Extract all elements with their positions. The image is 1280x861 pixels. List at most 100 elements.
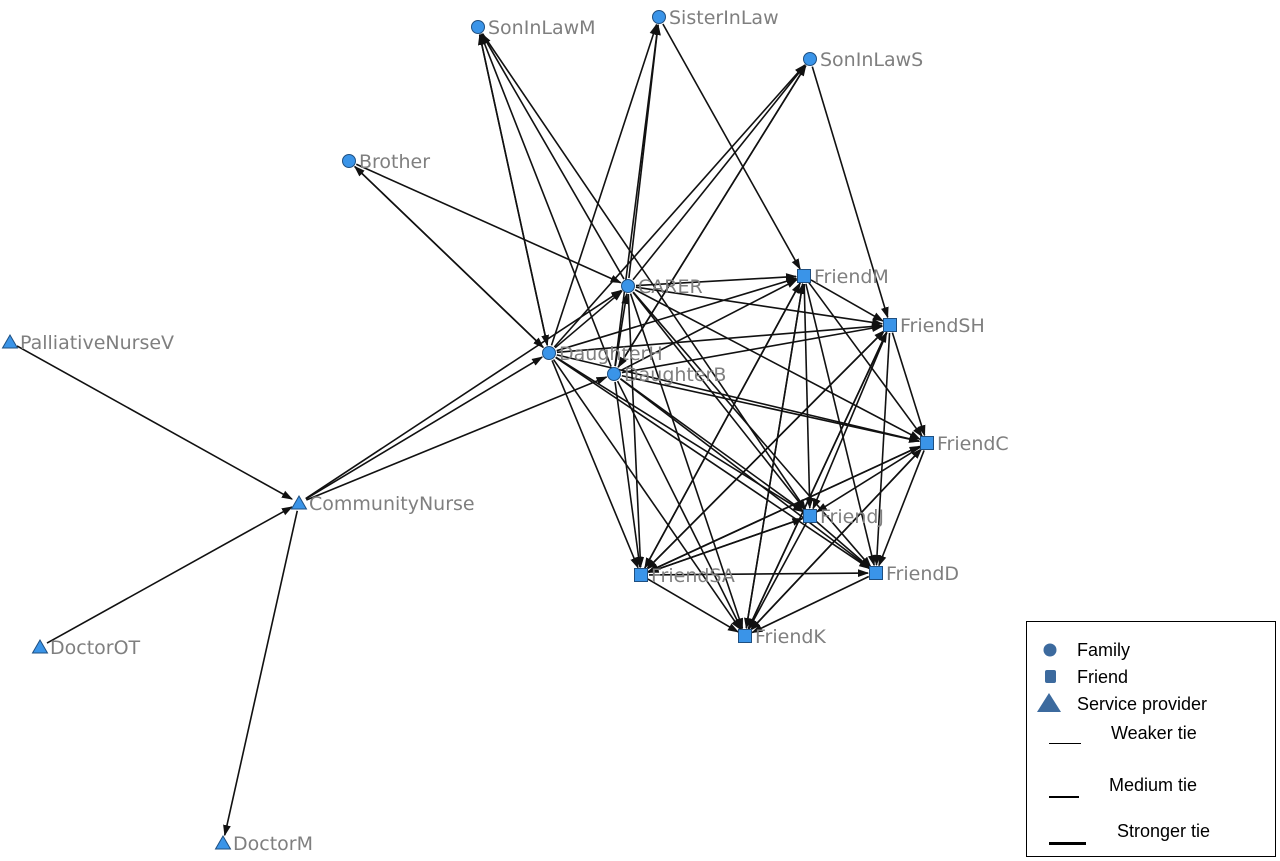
edge-daughter-h-to-sister-in-law [550, 23, 658, 346]
edge-sister-in-law-to-friend-m [662, 23, 801, 270]
edge-daughter-b-to-friend-c [621, 374, 921, 443]
node-label-sister-in-law: SisterInLaw [669, 7, 779, 29]
edge-friend-k-to-friend-c [749, 448, 923, 631]
node-son-in-law-s: SonInLawS [803, 49, 923, 71]
edge-brother-to-carer [355, 163, 622, 284]
node-son-in-law-m: SonInLawM [471, 17, 596, 39]
edge-son-in-law-s-to-friend-sh [811, 66, 889, 319]
service-node-triangle [1, 333, 19, 349]
node-friend-d: FriendD [869, 563, 959, 585]
edge-friend-sa-to-friend-j [648, 517, 804, 574]
node-community-nurse: CommunityNurse [290, 493, 475, 515]
edge-friend-c-to-friend-j [815, 446, 921, 513]
node-doctor-ot: DoctorOT [31, 637, 141, 659]
node-doctor-m: DoctorM [214, 833, 313, 855]
legend-weaker-label: Weaker tie [1111, 723, 1197, 743]
edge-friend-m-to-friend-d [805, 283, 876, 567]
edge-son-in-law-m-to-friend-j [481, 33, 807, 511]
family-node-circle [471, 20, 485, 34]
edge-friend-sa-to-friend-k [647, 578, 740, 633]
family-circle-icon [1043, 643, 1057, 657]
node-brother: Brother [342, 151, 430, 173]
edge-carer-to-friend-k [629, 293, 744, 630]
edge-friend-sa-to-friend-sh [646, 329, 886, 570]
edge-friend-k-to-friend-sh [747, 331, 888, 630]
legend: Family Friend Service provider Weaker ti… [1026, 621, 1276, 857]
edge-daughter-h-to-friend-m [556, 277, 798, 352]
edge-carer-to-friend-c [634, 289, 921, 440]
node-label-doctor-m: DoctorM [233, 833, 313, 855]
legend-medium-row: Medium tie [1027, 773, 1275, 798]
node-friend-c: FriendC [920, 433, 1009, 455]
legend-friend-label: Friend [1077, 667, 1129, 687]
edge-friend-m-to-friend-sh [810, 279, 885, 322]
edge-carer-to-friend-j [632, 291, 806, 511]
friend-square-icon [1045, 670, 1056, 683]
legend-service-label: Service provider [1077, 694, 1208, 714]
node-daughter-b: DaughterB [607, 364, 726, 386]
edges-layer [16, 23, 926, 837]
edge-daughter-b-to-sister-in-law [614, 23, 661, 367]
node-label-brother: Brother [359, 151, 430, 173]
service-node-triangle [31, 638, 49, 654]
edge-daughter-h-to-friend-k [552, 359, 742, 631]
edge-daughter-b-to-friend-d [619, 378, 871, 569]
edge-friend-sh-to-friend-j [812, 332, 888, 510]
node-label-friend-j: FriendJ [820, 506, 884, 528]
edge-friend-sa-to-friend-m [644, 282, 801, 569]
node-friend-sa: FriendSA [634, 565, 735, 587]
edge-carer-to-friend-sh [635, 286, 884, 327]
friend-node-square [797, 269, 811, 283]
edge-friend-m-to-friend-c [808, 281, 923, 438]
service-provider-triangle-icon [1037, 693, 1061, 712]
node-label-friend-c: FriendC [937, 433, 1009, 455]
edge-friend-sa-to-friend-d [648, 569, 870, 578]
edge-daughter-h-to-son-in-law-s [553, 64, 806, 348]
node-label-community-nurse: CommunityNurse [309, 493, 475, 515]
edge-doctor-ot-to-community-nurse [46, 506, 293, 644]
edge-friend-c-to-friend-d [878, 450, 925, 567]
stronger-tie-line [1049, 842, 1086, 845]
edge-daughter-b-to-friend-m [620, 278, 798, 372]
friend-node-square [920, 436, 934, 450]
edge-palliative-nurse-v-to-community-nurse [16, 345, 293, 500]
family-node-circle [621, 279, 635, 293]
edge-carer-to-friend-sa [627, 293, 645, 569]
node-label-son-in-law-m: SonInLawM [488, 17, 596, 39]
edge-son-in-law-s-to-daughter-b [617, 65, 807, 369]
edge-community-nurse-to-carer [305, 289, 623, 500]
edge-daughter-b-to-friend-sh [621, 324, 884, 374]
node-label-daughter-b: DaughterB [624, 364, 726, 386]
edge-friend-k-to-friend-m [745, 282, 805, 629]
node-label-daughter-h: DaughterH [559, 343, 663, 365]
edge-carer-to-friend-m [635, 273, 798, 287]
friend-node-square [883, 318, 897, 332]
node-friend-k: FriendK [738, 626, 826, 648]
legend-stronger-row: Stronger tie [1027, 819, 1275, 845]
medium-tie-line [1049, 796, 1079, 798]
family-node-circle [342, 154, 356, 168]
edge-daughter-b-to-friend-sa [614, 381, 643, 569]
node-label-friend-m: FriendM [814, 266, 889, 288]
edge-daughter-h-to-carer [554, 290, 623, 349]
node-palliative-nurse-v: PalliativeNurseV [1, 332, 174, 354]
weaker-tie-line [1049, 743, 1081, 744]
edge-friend-sh-to-friend-c [891, 332, 926, 437]
edge-friend-j-to-friend-k [748, 522, 807, 630]
friend-node-square [634, 568, 648, 582]
node-label-doctor-ot: DoctorOT [50, 637, 141, 659]
edge-daughter-b-to-son-in-law-m [480, 33, 612, 367]
edge-daughter-h-to-friend-d [555, 356, 871, 570]
node-label-friend-sh: FriendSH [900, 315, 985, 337]
edge-friend-j-to-friend-d [815, 520, 871, 569]
node-friend-j: FriendJ [803, 506, 884, 528]
node-carer: CARER [621, 276, 703, 298]
node-label-friend-d: FriendD [886, 563, 959, 585]
node-label-friend-sa: FriendSA [651, 565, 735, 587]
family-node-circle [652, 10, 666, 24]
edge-daughter-h-to-brother [353, 165, 544, 349]
edge-carer-to-son-in-law-m [481, 32, 625, 280]
node-label-palliative-nurse-v: PalliativeNurseV [20, 332, 174, 354]
node-label-friend-k: FriendK [755, 626, 826, 648]
